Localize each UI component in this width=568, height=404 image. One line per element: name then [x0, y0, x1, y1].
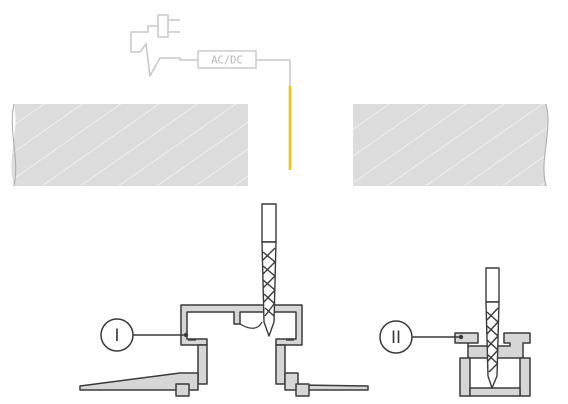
power-plug-icon [130, 14, 181, 77]
callout-two: II [379, 320, 464, 354]
adapter-label: AC/DC [211, 55, 243, 67]
profile-one-ribs [188, 321, 294, 341]
callout-one-dot [183, 332, 189, 338]
callout-one: I [100, 318, 189, 352]
profile-one [79, 304, 369, 397]
drill-bit-two [485, 267, 500, 389]
callout-two-label: II [391, 328, 401, 348]
callout-two-dot [458, 334, 464, 340]
ac-dc-adapter: AC/DC [197, 50, 257, 69]
drill-bit-one [261, 203, 277, 337]
wire-adapter-cable [256, 59, 291, 86]
profile-two [454, 332, 531, 397]
ceiling-slab-left [11, 103, 249, 187]
callout-one-label: I [114, 326, 119, 346]
ceiling-slab-right [353, 103, 549, 187]
